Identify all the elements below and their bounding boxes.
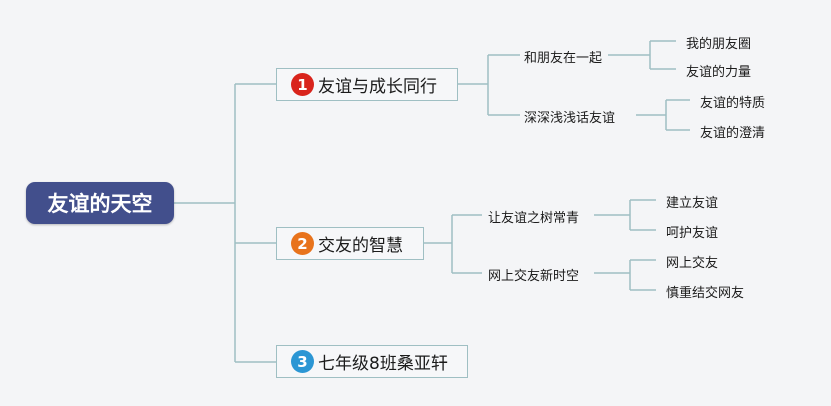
number-badge: 1 bbox=[291, 73, 314, 96]
subtopic-node[interactable]: 让友谊之树常青 bbox=[488, 211, 580, 226]
topic-label: 友谊与成长同行 bbox=[318, 77, 437, 97]
leaf-node[interactable]: 网上交友 bbox=[666, 256, 719, 271]
leaf-node[interactable]: 呵护友谊 bbox=[666, 226, 719, 241]
leaf-node[interactable]: 友谊的特质 bbox=[700, 96, 766, 111]
leaf-node[interactable]: 友谊的澄清 bbox=[700, 126, 766, 141]
topic-node-3[interactable]: 3 七年级8班桑亚轩 bbox=[276, 345, 468, 378]
subtopic-node[interactable]: 网上交友新时空 bbox=[488, 269, 580, 284]
topic-node-2[interactable]: 2 交友的智慧 bbox=[276, 227, 424, 260]
subtopic-node[interactable]: 深深浅浅话友谊 bbox=[524, 111, 616, 126]
number-badge: 2 bbox=[291, 232, 314, 255]
topic-node-1[interactable]: 1 友谊与成长同行 bbox=[276, 68, 458, 101]
topic-label: 七年级8班桑亚轩 bbox=[318, 354, 448, 374]
root-node[interactable]: 友谊的天空 bbox=[26, 182, 174, 224]
topic-label: 交友的智慧 bbox=[318, 236, 403, 256]
leaf-node[interactable]: 慎重结交网友 bbox=[666, 286, 745, 301]
leaf-node[interactable]: 建立友谊 bbox=[666, 196, 719, 211]
leaf-node[interactable]: 我的朋友圈 bbox=[686, 37, 752, 52]
number-badge: 3 bbox=[291, 350, 314, 373]
leaf-node[interactable]: 友谊的力量 bbox=[686, 65, 752, 80]
subtopic-node[interactable]: 和朋友在一起 bbox=[524, 51, 603, 66]
